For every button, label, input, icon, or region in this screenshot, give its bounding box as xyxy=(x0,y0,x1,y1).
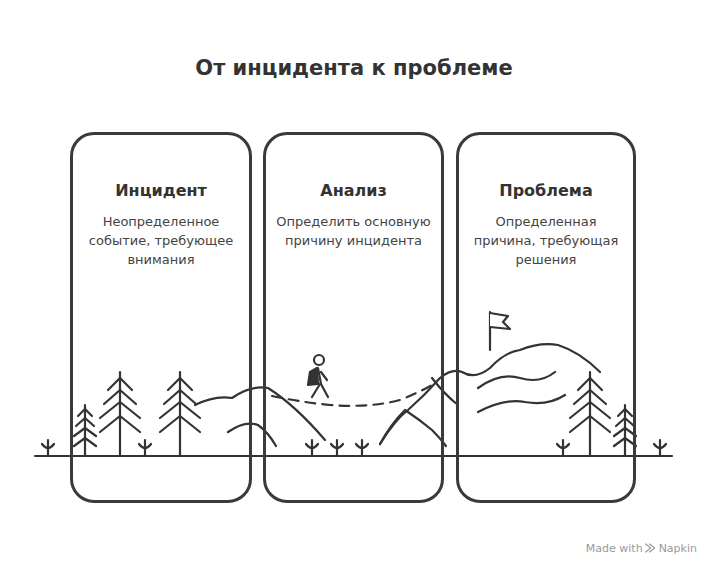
flag xyxy=(490,313,510,329)
pine-tree xyxy=(160,372,200,456)
trail xyxy=(272,385,432,406)
hill xyxy=(195,387,325,440)
stage-description: Неопределенное событие, требующее вниман… xyxy=(80,212,242,269)
watermark: Napkin xyxy=(659,542,697,555)
mountain xyxy=(432,378,458,405)
stage-description: Определить основную причину инцидента xyxy=(273,212,434,250)
napkin-logo xyxy=(646,544,655,552)
stage-card: ИнцидентНеопределенное событие, требующе… xyxy=(70,132,252,503)
stage-heading: Анализ xyxy=(273,181,434,200)
watermark: Made with xyxy=(586,542,643,555)
stage-heading: Проблема xyxy=(466,181,626,200)
stage-card: ПроблемаОпределенная причина, требующая … xyxy=(456,132,636,503)
pine-tree xyxy=(74,405,96,456)
diagram-title: От инцидента к проблеме xyxy=(0,56,708,80)
mountain xyxy=(380,410,446,446)
pine-tree xyxy=(100,372,140,456)
stage-heading: Инцидент xyxy=(80,181,242,200)
ground-line xyxy=(35,455,672,457)
mountain-ridge xyxy=(478,372,555,388)
hill xyxy=(228,424,276,446)
stage-card: АнализОпределить основную причину инциде… xyxy=(263,132,444,503)
grass-tuft xyxy=(42,440,666,456)
pine-tree xyxy=(570,372,610,456)
hiker xyxy=(308,355,328,397)
pine-tree xyxy=(614,405,636,456)
stage-description: Определенная причина, требующая решения xyxy=(466,212,626,269)
mountain-ridge xyxy=(478,395,565,412)
